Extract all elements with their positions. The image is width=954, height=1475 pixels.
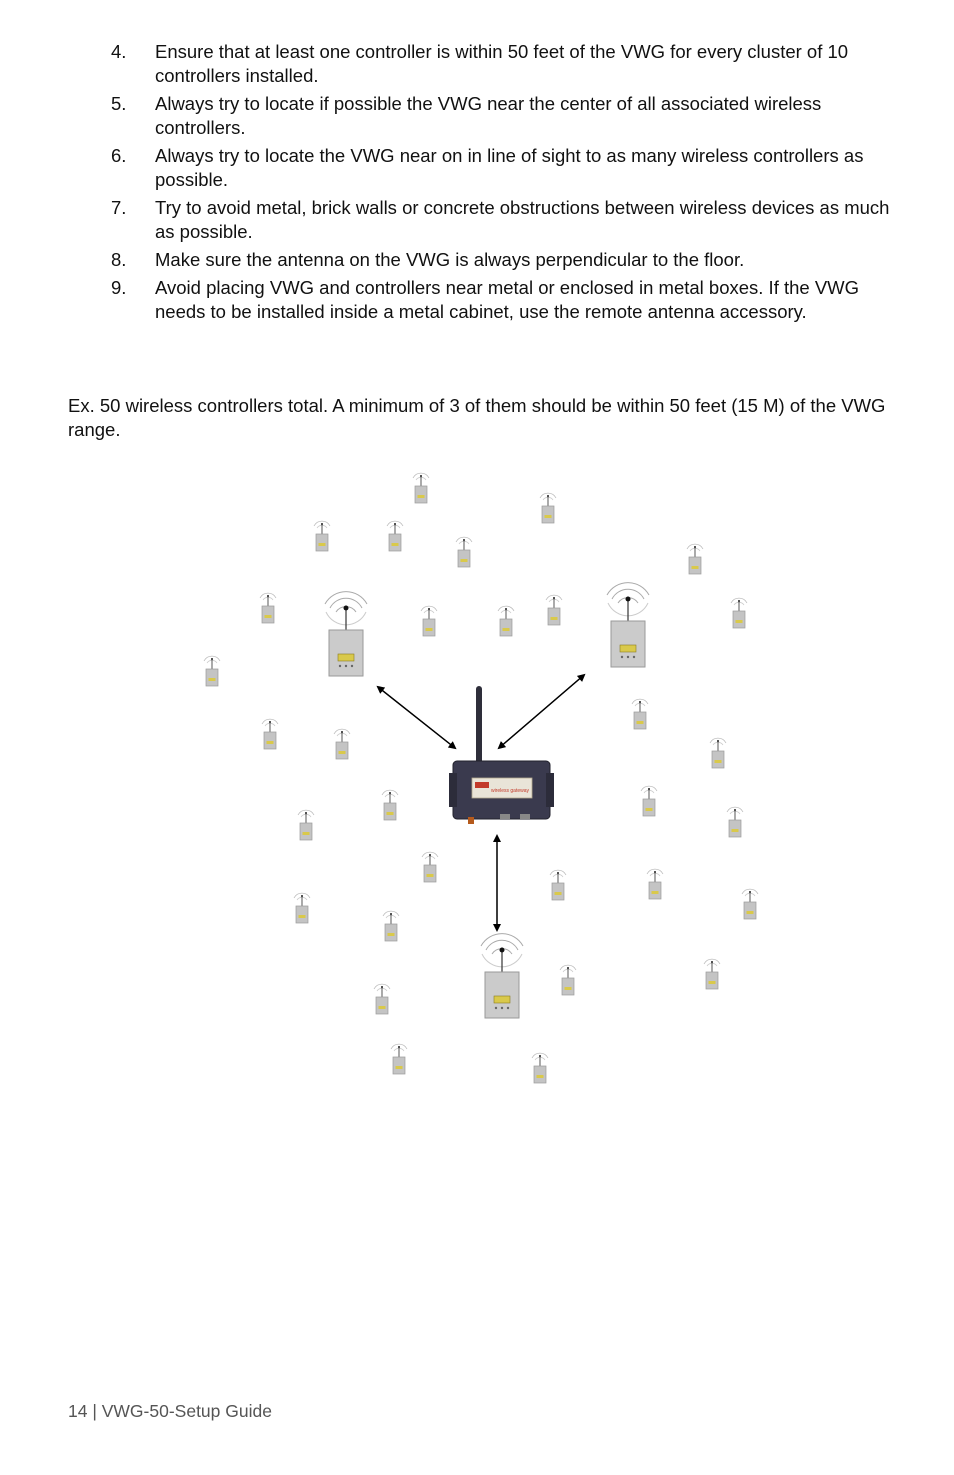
list-item: 8. Make sure the antenna on the VWG is a… [0,248,954,272]
arrow-from-gateway-left [377,686,457,750]
controller-icon [640,785,658,817]
list-item: 5. Always try to locate if possible the … [0,92,954,140]
arrow-from-gateway-right [497,674,585,750]
item-text: Avoid placing VWG and controllers near m… [155,277,860,322]
item-number: 4. [111,41,127,62]
example-paragraph: Ex. 50 wireless controllers total. A min… [68,394,886,440]
near-controller-icon [606,582,650,668]
controller-icon [261,718,279,750]
controller-icon [297,809,315,841]
controller-icon [709,737,727,769]
controller-icon [686,543,704,575]
page-footer: 14 | VWG-50-Setup Guide [68,1401,272,1421]
controller-icon [531,1052,549,1084]
list-item: 6. Always try to locate the VWG near on … [0,144,954,192]
controller-icon [313,520,331,552]
controller-icon [390,1043,408,1075]
controller-icon [646,868,664,900]
item-number: 6. [111,145,127,166]
gateway-label: wireless gateway [491,788,530,794]
item-text: Always try to locate if possible the VWG… [155,93,822,138]
controller-icon [545,594,563,626]
controller-icon [631,698,649,730]
wireless-gateway: wireless gateway [449,686,554,824]
near-controller-icon [324,591,368,677]
item-text: Make sure the antenna on the VWG is alwa… [155,249,745,270]
controller-icon [455,536,473,568]
controller-icon [382,910,400,942]
controller-icon [703,958,721,990]
network-diagram: wireless gateway [203,472,759,1084]
controller-icon [333,728,351,760]
controller-icon [726,806,744,838]
list-item: 9. Avoid placing VWG and controllers nea… [0,276,954,324]
controller-icon [549,869,567,901]
controller-icon [539,492,557,524]
controller-icon [559,964,577,996]
list-item: 7. Try to avoid metal, brick walls or co… [0,196,954,244]
item-number: 7. [111,197,127,218]
controller-icon [386,520,404,552]
controller-icon [420,605,438,637]
item-number: 5. [111,93,127,114]
item-number: 8. [111,249,127,270]
controller-icon [730,597,748,629]
controller-icon [203,655,221,687]
controller-icon [259,592,277,624]
near-controller-icon [480,933,524,1019]
item-number: 9. [111,277,127,298]
controller-icon [293,892,311,924]
controller-icon [412,472,430,504]
controller-icon [381,789,399,821]
list-item: 4. Ensure that at least one controller i… [0,40,954,88]
item-text: Try to avoid metal, brick walls or concr… [155,197,890,242]
controller-icon [497,605,515,637]
item-text: Always try to locate the VWG near on in … [155,145,864,190]
controller-icon [741,888,759,920]
controller-icon [421,851,439,883]
instruction-list: 4. Ensure that at least one controller i… [0,40,954,328]
item-text: Ensure that at least one controller is w… [155,41,849,86]
controller-icon [373,983,391,1015]
